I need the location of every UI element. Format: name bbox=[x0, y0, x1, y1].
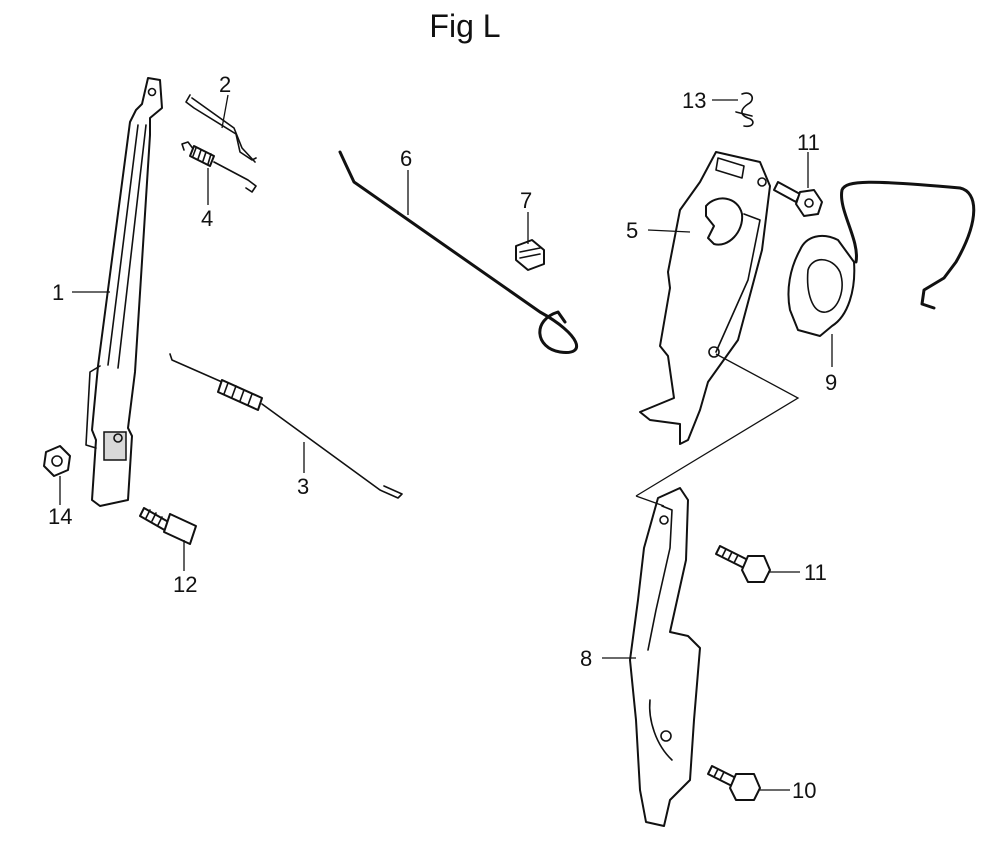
part-5-bracket bbox=[639, 151, 771, 445]
part-14-hex-nut bbox=[43, 445, 71, 477]
part-8-lever-plate bbox=[629, 487, 701, 827]
part-12-bolt bbox=[139, 507, 197, 545]
callout-8: 8 bbox=[580, 646, 592, 671]
callout-13: 13 bbox=[682, 88, 706, 113]
callout-leaders bbox=[59, 94, 833, 791]
assembly-guide-lines bbox=[635, 353, 800, 507]
callout-7: 7 bbox=[520, 188, 532, 213]
callout-5: 5 bbox=[626, 218, 638, 243]
part-10-bolt bbox=[707, 765, 761, 801]
figure-title: Fig L bbox=[429, 8, 501, 44]
callout-6: 6 bbox=[400, 146, 412, 171]
part-6-wire-rod bbox=[338, 150, 579, 354]
part-11-bolt-lower bbox=[715, 545, 771, 583]
callout-1: 1 bbox=[52, 280, 64, 305]
callout-10: 10 bbox=[792, 778, 816, 803]
callout-9: 9 bbox=[825, 370, 837, 395]
part-9-cable bbox=[787, 180, 976, 337]
part-4-coil-spring bbox=[181, 141, 257, 193]
part-3-spring-rod bbox=[169, 353, 403, 499]
callout-labels: 1 2 4 6 7 3 5 13 11 9 14 12 8 11 10 bbox=[48, 72, 837, 803]
callout-3: 3 bbox=[297, 474, 309, 499]
callout-12: 12 bbox=[173, 572, 197, 597]
callout-2: 2 bbox=[219, 72, 231, 97]
callout-4: 4 bbox=[201, 206, 213, 231]
part-1-lever bbox=[85, 77, 163, 507]
callout-11-lower: 11 bbox=[804, 560, 827, 585]
callout-14: 14 bbox=[48, 504, 72, 529]
part-11-bolt-upper bbox=[773, 181, 823, 217]
callout-11-upper: 11 bbox=[797, 130, 820, 155]
part-2-wire-spring bbox=[185, 94, 257, 163]
part-7-nut bbox=[515, 239, 545, 271]
part-13-clip bbox=[735, 92, 754, 128]
